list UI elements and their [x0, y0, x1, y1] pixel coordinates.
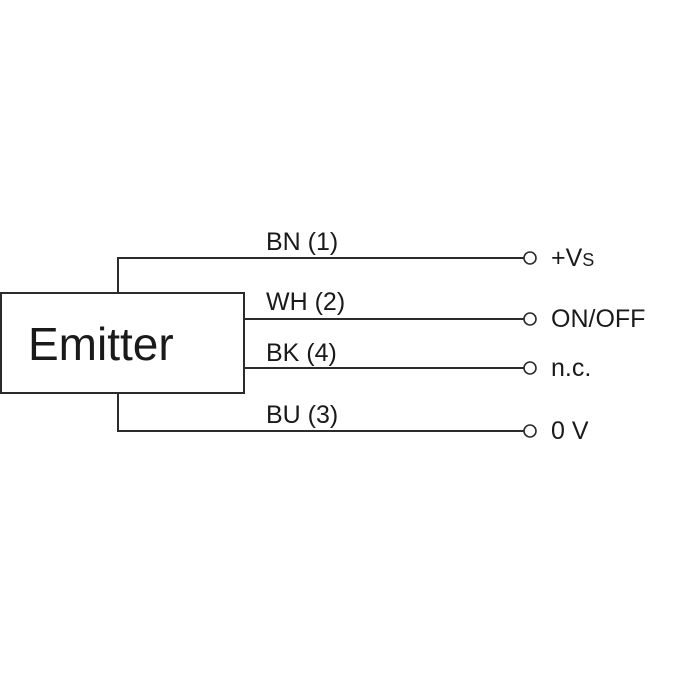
- emitter-box: [0, 292, 245, 394]
- terminal-label-nc: n.c.: [551, 354, 591, 382]
- emitter-label: Emitter: [28, 318, 174, 370]
- terminal-label-vs: +VS: [551, 244, 594, 272]
- wire-bn: [117, 257, 524, 293]
- terminal-nc: [523, 361, 537, 375]
- wire-bu: [117, 393, 524, 432]
- wire-label-bk: BK (4): [266, 339, 337, 367]
- terminal-label-vs-subscript: S: [582, 250, 594, 270]
- wire-label-bu: BU (3): [266, 401, 338, 429]
- wire-label-bn: BN (1): [266, 228, 338, 256]
- wire-label-wh: WH (2): [266, 288, 345, 316]
- terminal-0v: [523, 424, 537, 438]
- terminal-vs: [523, 251, 537, 265]
- terminal-label-on-off: ON/OFF: [551, 305, 645, 333]
- terminal-label-0v: 0 V: [551, 417, 589, 445]
- terminal-on-off: [523, 312, 537, 326]
